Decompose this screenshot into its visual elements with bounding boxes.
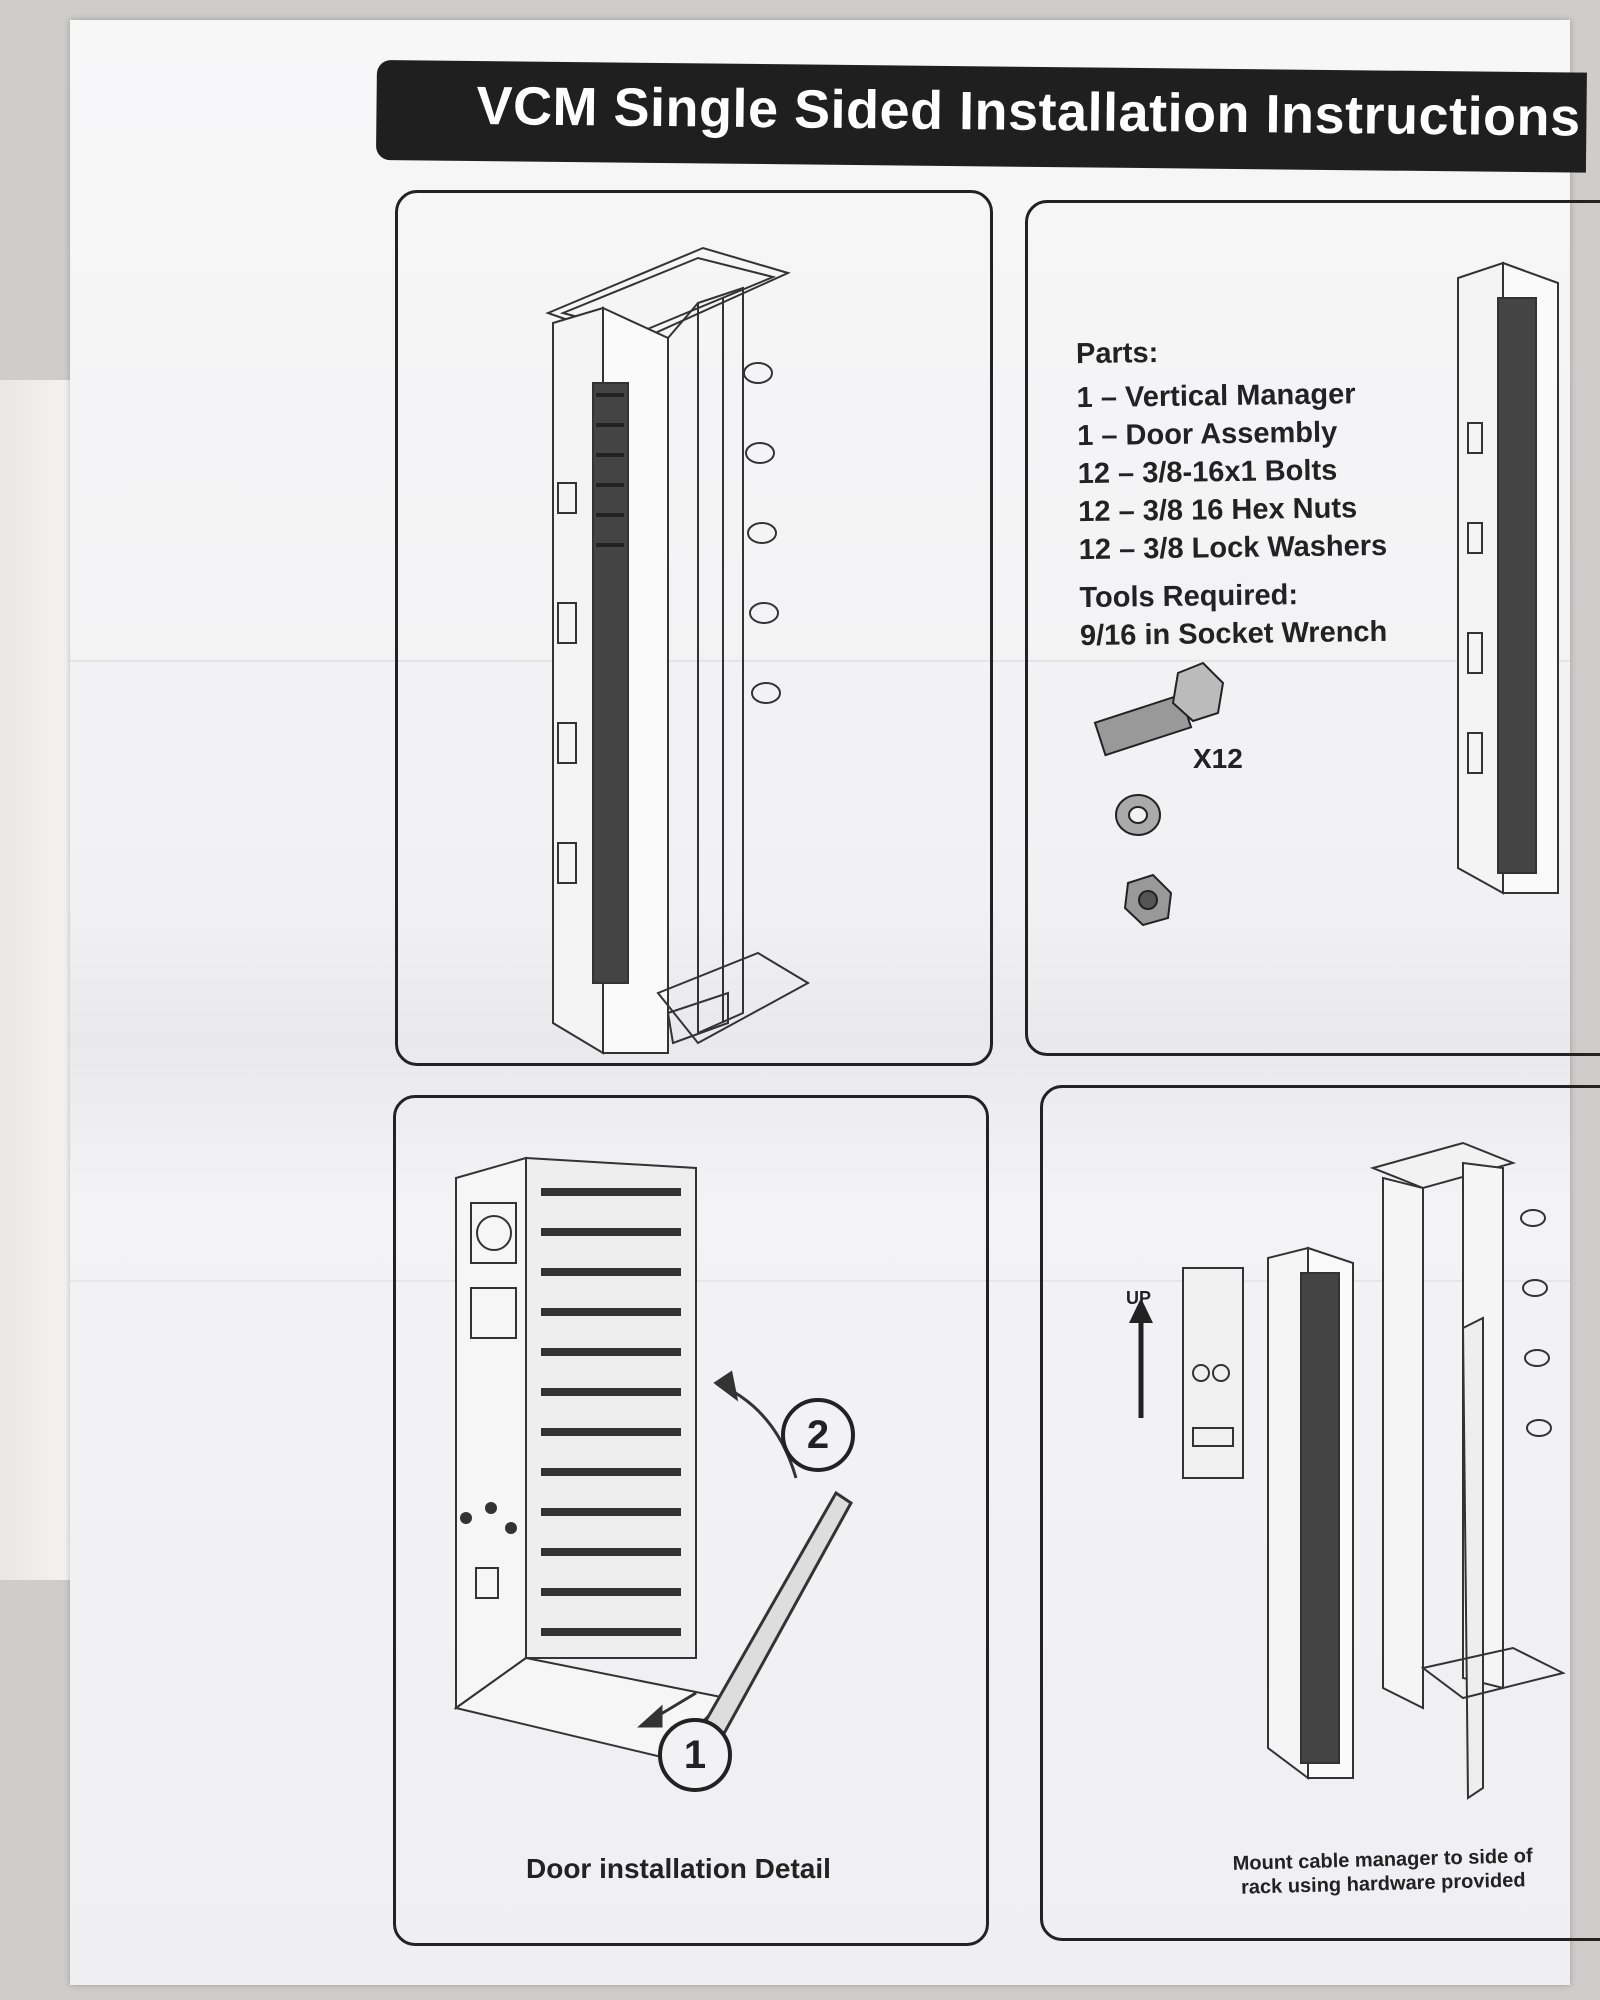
side-holes [460, 1502, 517, 1599]
manager-cable-slots [596, 393, 624, 547]
title-banner: VCM Single Sided Installation Instructio… [375, 60, 1587, 173]
mount-panel: UP Mount cable manager to side of rack u… [1040, 1085, 1600, 1941]
door-cable-slots [541, 1188, 681, 1636]
quantity-label: X12 [1193, 743, 1243, 774]
mount-caption: Mount cable manager to side of rack usin… [1202, 1843, 1563, 1900]
door-caption: Door installation Detail [526, 1853, 831, 1884]
parts-list-panel: Parts: 1 – Vertical Manager 1 – Door Ass… [1025, 200, 1600, 1056]
vertical-manager-illustration [1457, 261, 1559, 895]
hardware-illustration [1093, 261, 1559, 927]
mount-to-rack-illustration [1129, 1141, 1566, 1800]
side-cutouts [557, 482, 577, 884]
rack-with-manager-illustration [545, 246, 811, 1055]
bolt-head-icon [1171, 661, 1225, 723]
instruction-sheet: VCM Single Sided Installation Instructio… [70, 20, 1600, 1985]
up-label: UP [1126, 1288, 1152, 1308]
step-1-marker: 1 [658, 1718, 732, 1792]
paper-fold [70, 1280, 1570, 1282]
rack-overview-panel [395, 190, 993, 1066]
rack-cable-rings [743, 362, 781, 704]
rack-cable-rings [1520, 1209, 1552, 1437]
up-arrow-icon [1129, 1298, 1153, 1418]
page-title: VCM Single Sided Installation Instructio… [476, 76, 1581, 148]
paper-fold [70, 660, 1570, 662]
step-2-marker: 2 [781, 1398, 855, 1472]
door-installation-panel: 2 1 Door installation Detail [393, 1095, 989, 1946]
door-panel [693, 1490, 853, 1750]
door-installation-illustration [453, 1156, 853, 1760]
